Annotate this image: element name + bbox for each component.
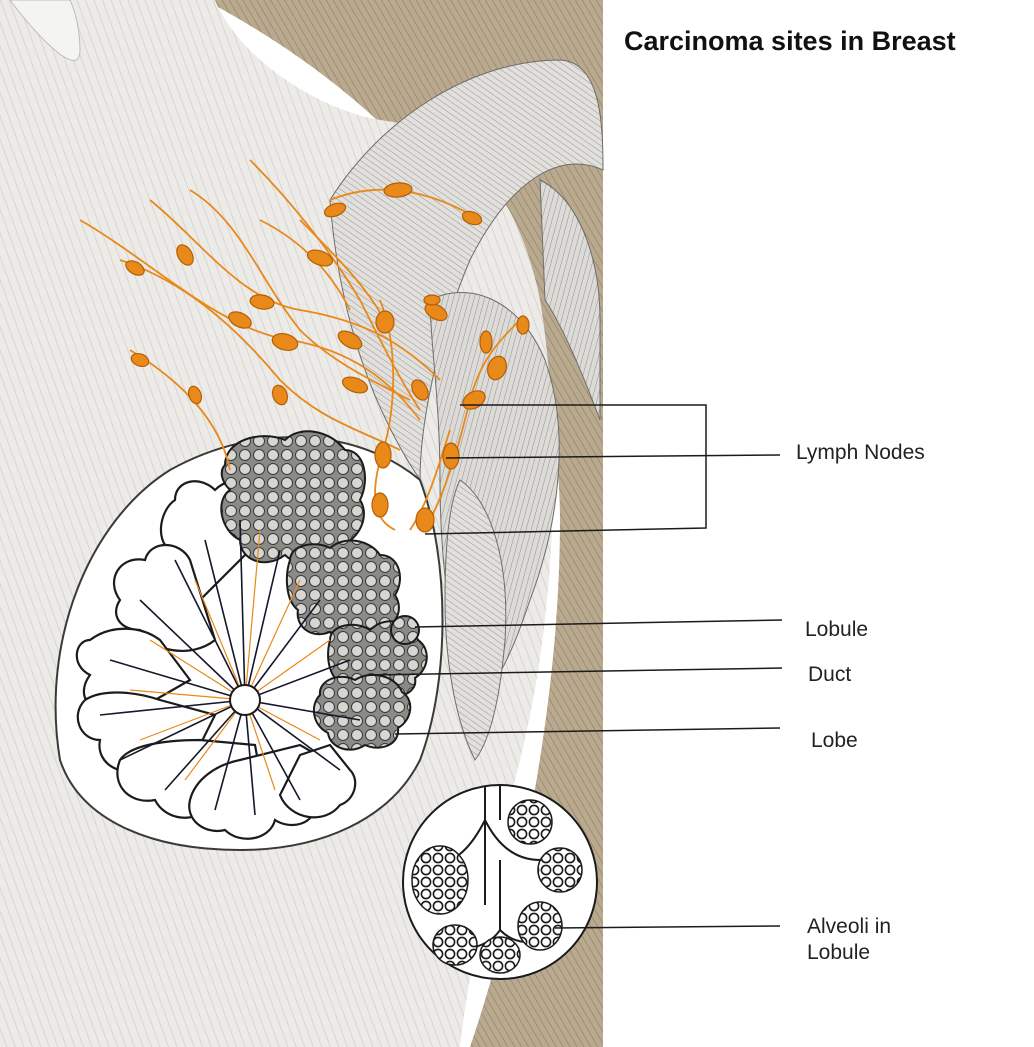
diagram-title: Carcinoma sites in Breast [624, 26, 956, 57]
alveoli-magnified-view [403, 785, 597, 979]
label-lymph-nodes: Lymph Nodes [796, 440, 925, 466]
label-duct: Duct [808, 662, 851, 688]
label-alveoli-line2: Lobule [807, 940, 967, 966]
nipple [230, 685, 260, 715]
label-lobule: Lobule [805, 617, 868, 643]
label-alveoli-line1: Alveoli in [807, 914, 967, 940]
label-lobe: Lobe [811, 728, 858, 754]
label-alveoli-in-lobule: Alveoli in Lobule [807, 914, 967, 966]
